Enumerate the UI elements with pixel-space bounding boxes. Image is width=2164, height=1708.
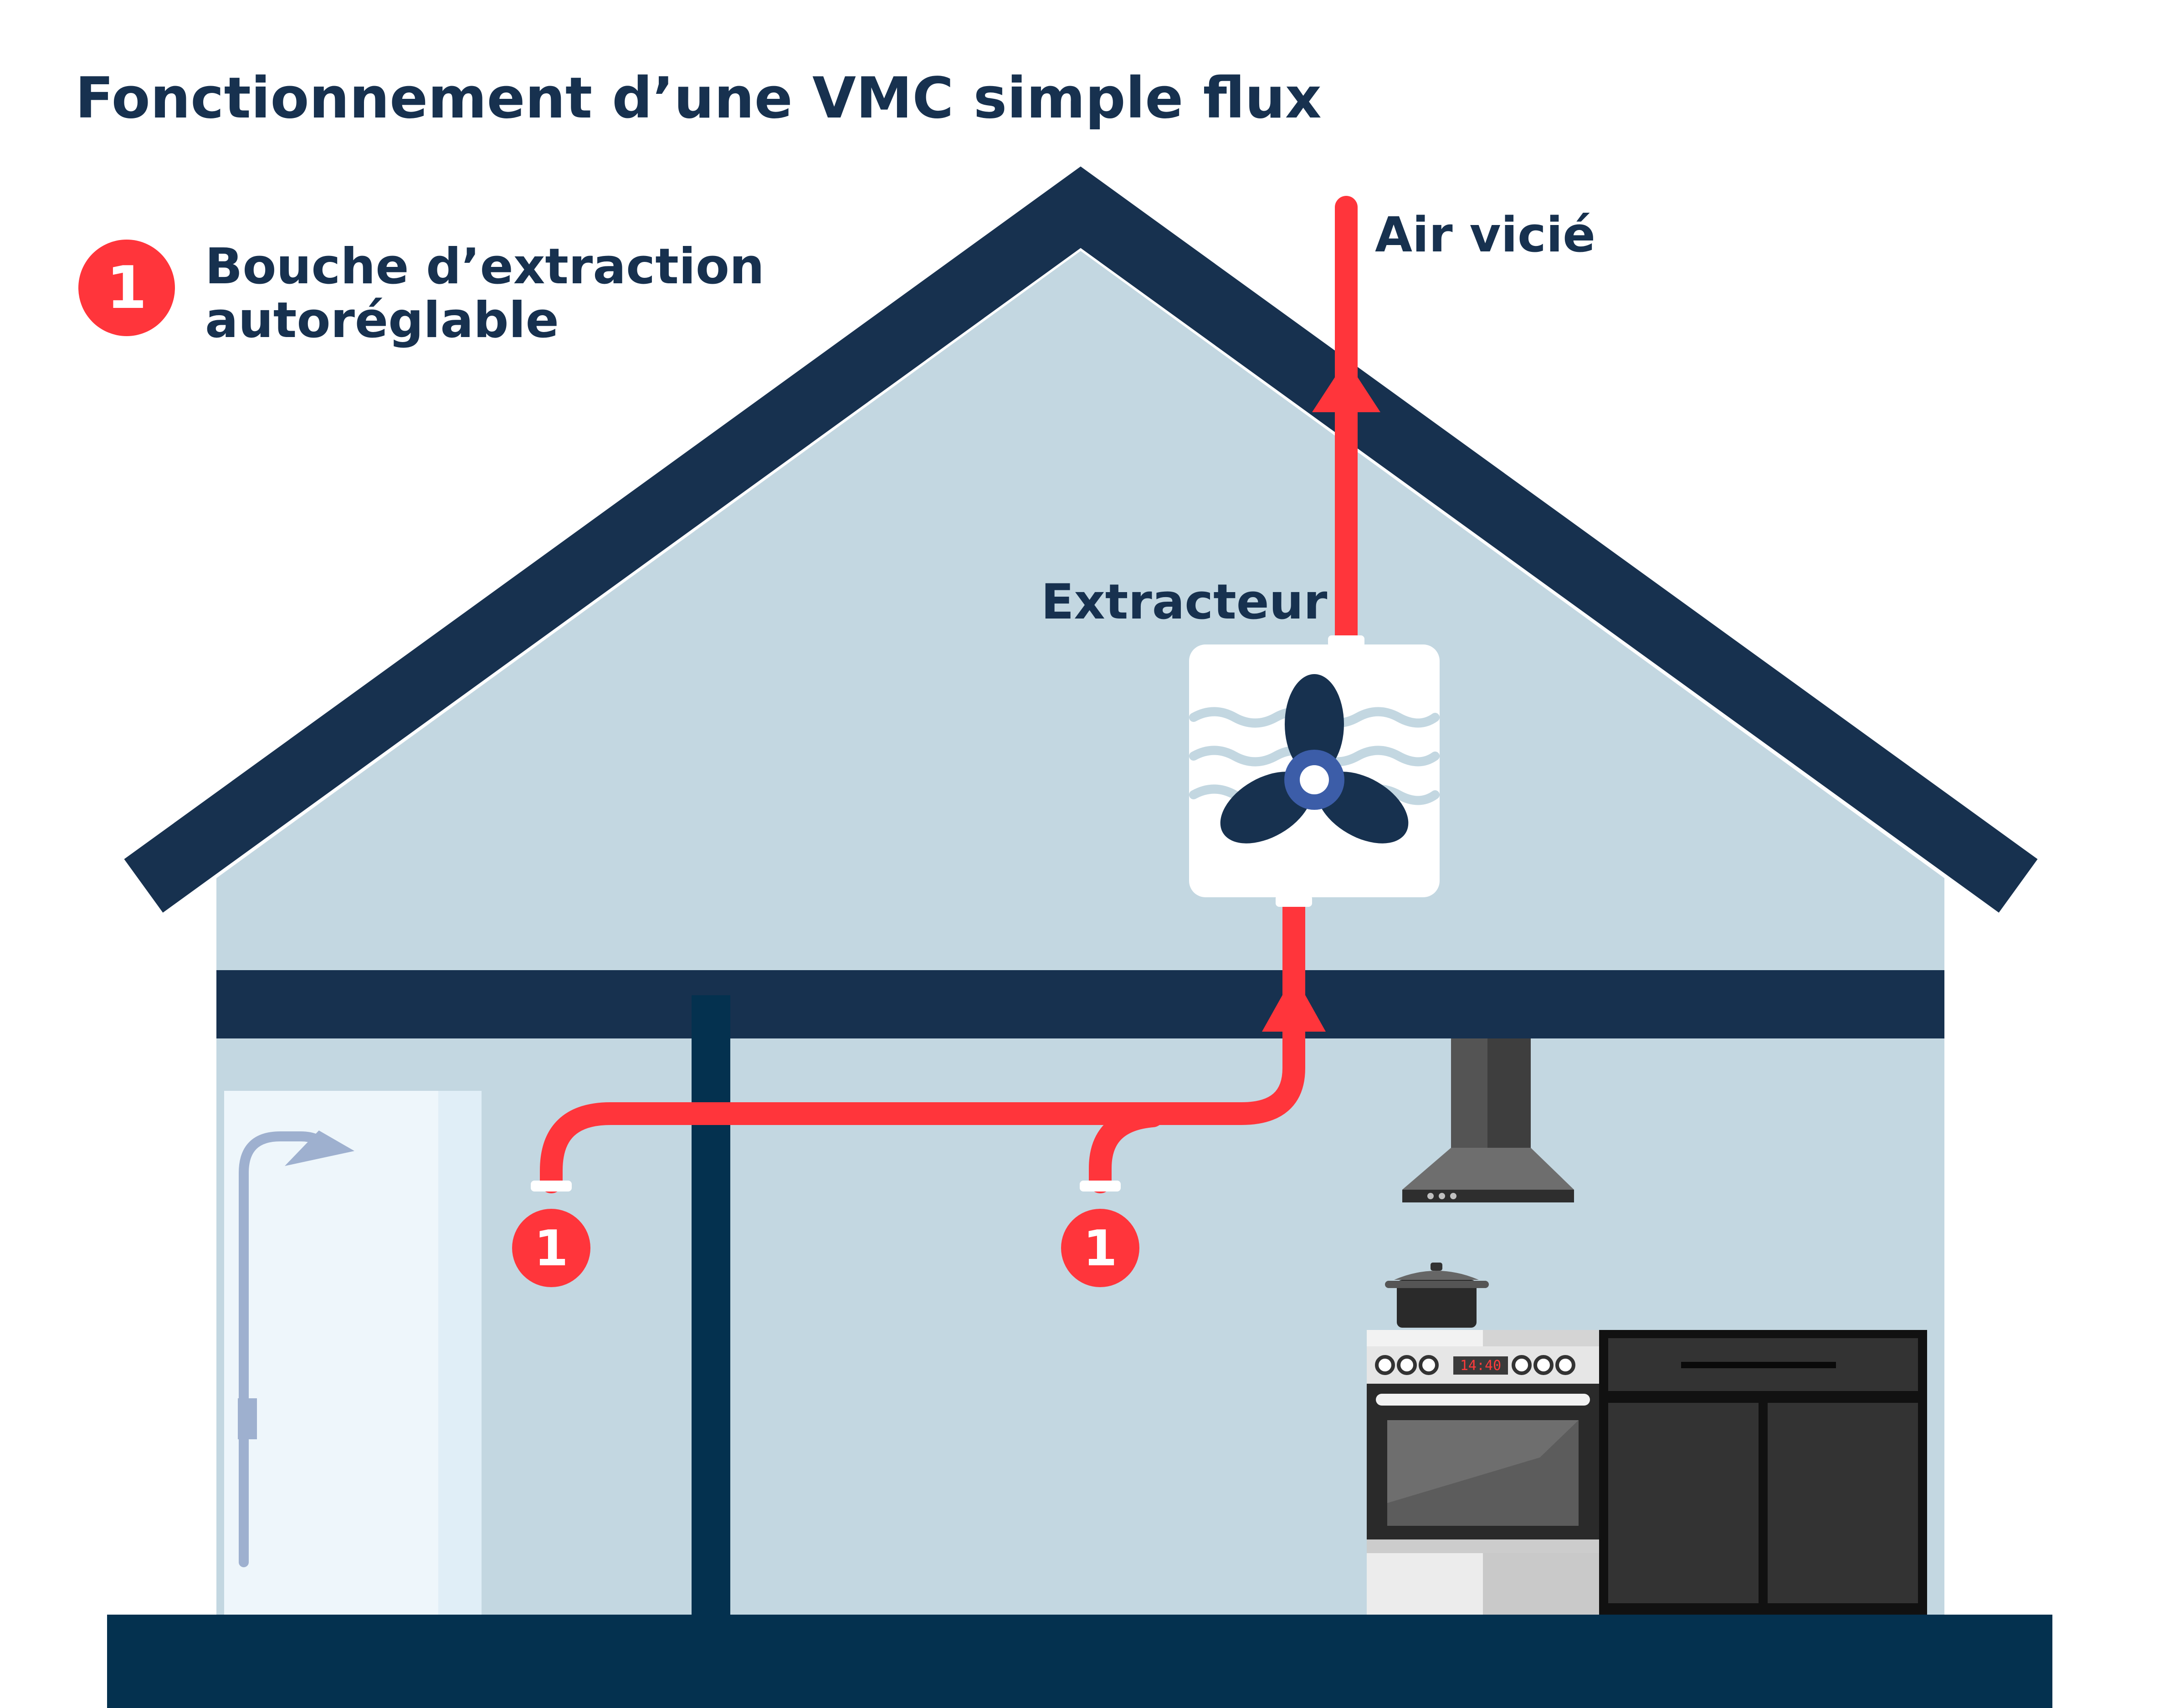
- extractor-label: Extracteur: [1041, 574, 1327, 630]
- ground-floor: [107, 1615, 2052, 1708]
- duct-horizontal: [540, 895, 1305, 1193]
- flow-arrow-roof: [1312, 360, 1380, 412]
- vent-cap-1: [531, 1181, 572, 1192]
- duct-branch: [1089, 1105, 1164, 1193]
- legend-line-1: Bouche d’extraction: [205, 238, 764, 295]
- legend-badge-number: 1: [106, 254, 147, 322]
- legend: 1 Bouche d’extraction autoréglable: [78, 238, 764, 349]
- house-wall: [216, 251, 1944, 1626]
- legend-badge: [78, 240, 175, 336]
- exhaust-air-label: Air vicié: [1375, 207, 1595, 263]
- fan-icon: [1220, 674, 1409, 844]
- kitchen-cabinet-icon: [1599, 1330, 1927, 1615]
- attic-floor: [216, 970, 1944, 1038]
- vent-badge-2: 1: [1061, 1209, 1139, 1287]
- extractor-unit: [1189, 644, 1440, 897]
- oven-clock: 14:40: [1460, 1358, 1501, 1374]
- legend-line-2: autoréglable: [205, 292, 559, 349]
- flow-arrow-attic: [1262, 975, 1326, 1032]
- partition-wall: [692, 995, 730, 1624]
- shower-icon: [224, 1091, 482, 1615]
- vent-badge-1: 1: [512, 1209, 590, 1287]
- vent-badge-2-number: 1: [1083, 1220, 1117, 1277]
- duct-network: [540, 196, 1358, 1193]
- range-hood-icon: [1402, 1038, 1574, 1202]
- cooking-pot-icon: [1385, 1263, 1489, 1328]
- roof: [124, 166, 2038, 913]
- vent-cap-2: [1080, 1181, 1121, 1192]
- extractor-bottom-cap: [1276, 895, 1312, 907]
- vent-badge-1-number: 1: [534, 1220, 568, 1277]
- diagram-title: Fonctionnement d’une VMC simple flux: [75, 66, 1322, 131]
- extractor-top-cap: [1328, 635, 1364, 647]
- oven-icon: 14:40: [1367, 1330, 1599, 1615]
